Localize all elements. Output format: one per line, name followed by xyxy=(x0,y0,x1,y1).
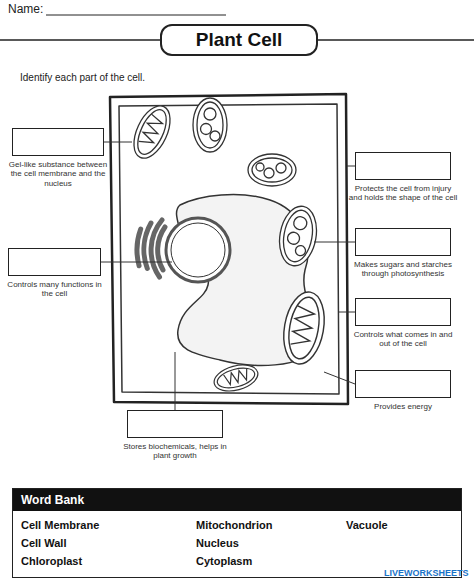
answer-box: Makes sugars and starches through photos… xyxy=(355,228,451,256)
mitochondrion-outline xyxy=(211,361,260,396)
chloroplast-inner xyxy=(197,102,223,148)
mitochondrion-outline xyxy=(278,289,329,367)
leader-line xyxy=(104,142,132,143)
mitochondrion-inner xyxy=(284,295,323,361)
word-bank-term: Cytoplasm xyxy=(196,555,252,567)
word-bank-term: Nucleus xyxy=(196,537,239,549)
granum xyxy=(276,163,286,173)
part-description: Controls what comes in and out of the ce… xyxy=(351,330,455,349)
granum xyxy=(295,245,307,257)
chloroplast xyxy=(275,203,321,268)
mitochondrion-inner xyxy=(132,106,172,159)
part-description: Stores biochemicals, helps in plant grow… xyxy=(123,442,227,461)
mitochondrion-inner xyxy=(215,365,257,392)
chloroplast-inner xyxy=(280,208,317,264)
nucleus xyxy=(166,218,230,282)
part-description: Makes sugars and starches through photos… xyxy=(353,260,453,279)
answer-box: Controls what comes in and out of the ce… xyxy=(355,298,451,326)
cell-wall xyxy=(110,94,348,404)
name-field-label: Name: xyxy=(8,2,43,16)
granum xyxy=(210,131,220,141)
granum xyxy=(204,108,216,120)
word-bank-term: Cell Wall xyxy=(21,537,66,549)
name-underline xyxy=(46,15,226,16)
mitochondrion xyxy=(278,289,329,367)
part-description: Gel-like substance between the cell memb… xyxy=(8,160,108,188)
chloroplast xyxy=(248,154,296,186)
instruction-text: Identify each part of the cell. xyxy=(20,72,145,83)
chloroplast-outline xyxy=(275,203,321,268)
cristae xyxy=(291,306,316,348)
er-fold xyxy=(151,220,162,277)
leader-line xyxy=(175,352,176,410)
part-description: Provides energy xyxy=(353,402,453,411)
leader-line xyxy=(347,166,355,167)
granum xyxy=(201,124,212,135)
answer-box: Provides energy xyxy=(355,370,451,398)
er-fold xyxy=(158,227,165,270)
chloroplast xyxy=(193,98,227,152)
answer-box: Protects the cell from injury and holds … xyxy=(355,152,451,180)
leader-lines xyxy=(101,142,355,410)
chloroplast-outline xyxy=(248,154,296,186)
answer-box: Stores biochemicals, helps in plant grow… xyxy=(127,410,223,438)
part-description: Controls many functions in the cell xyxy=(5,280,105,299)
leader-line xyxy=(314,242,355,243)
leader-line xyxy=(101,262,172,263)
chloroplast-outline xyxy=(193,98,227,152)
mitochondrion-outline xyxy=(127,100,178,163)
leader-line xyxy=(338,312,355,313)
leader-line xyxy=(324,372,355,384)
word-bank-heading: Word Bank xyxy=(13,489,461,511)
granum xyxy=(293,216,308,231)
word-bank-term: Vacuole xyxy=(346,519,388,531)
word-bank-term: Mitochondrion xyxy=(196,519,272,531)
word-bank-term: Chloroplast xyxy=(21,555,82,567)
cristae xyxy=(139,114,164,147)
part-description: Protects the cell from injury and holds … xyxy=(348,184,458,203)
mitochondrion xyxy=(127,100,178,163)
granum xyxy=(264,168,274,178)
watermark: LIVEWORKSHEETS xyxy=(384,568,469,578)
chloroplast-inner xyxy=(252,158,292,182)
granum xyxy=(256,163,264,171)
title-box: Plant Cell xyxy=(160,24,318,56)
cell-membrane xyxy=(119,104,339,394)
word-bank-term: Cell Membrane xyxy=(21,519,99,531)
er-fold xyxy=(137,229,141,266)
word-bank-box: Word BankCell Membrane Mitochondrion Vacuo… xyxy=(12,488,462,578)
answer-box: Controls many functions in the cell xyxy=(8,248,101,276)
cristae xyxy=(224,369,250,386)
nucleus-inner xyxy=(171,223,225,277)
endoplasmic-reticulum xyxy=(137,220,165,277)
mitochondrion xyxy=(211,361,260,396)
granum xyxy=(287,231,301,245)
answer-box: Gel-like substance between the cell memb… xyxy=(12,128,104,156)
